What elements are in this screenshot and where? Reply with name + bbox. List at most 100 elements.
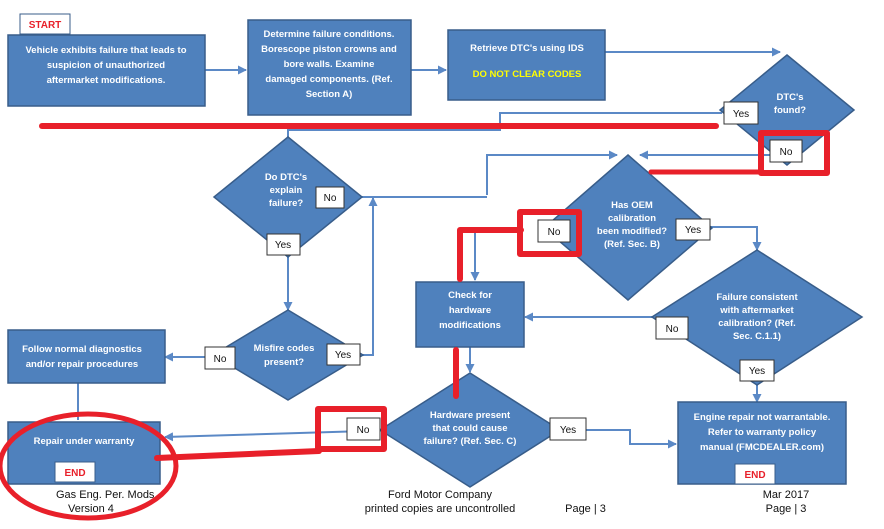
dtc-explain-line: Do DTC's	[265, 172, 307, 183]
hardware-present-diamond	[378, 372, 562, 488]
end-tag-left	[54, 461, 96, 483]
footer-right: Mar 2017 Page | 3	[746, 488, 826, 516]
follow-normal-box	[7, 329, 166, 384]
hardware-no-label: No	[357, 425, 370, 436]
start-label: START	[29, 20, 62, 31]
not-warrantable-line: Refer to warranty policy	[708, 427, 817, 438]
consistent-no-box	[655, 316, 689, 340]
check-hardware-box	[415, 281, 525, 348]
arrow-dtcs-no-to-oem	[639, 150, 788, 163]
dtc-explain-line: explain	[270, 185, 303, 196]
misfire-present-diamond	[211, 309, 365, 401]
misfire-present-line: present?	[264, 357, 304, 368]
misfire-present-line: Misfire codes	[254, 343, 315, 354]
oem-no-label: No	[548, 227, 561, 238]
highlight-hardware-no-line	[154, 448, 322, 461]
end-label-right: END	[744, 470, 765, 481]
vehicle-failure-line: aftermarket modifications.	[47, 75, 166, 86]
check-hardware-line: hardware	[449, 305, 491, 316]
determine-conditions-line: Borescope piston crowns and	[261, 44, 397, 55]
dtcs-found-yes-label: Yes	[733, 109, 749, 120]
repair-warranty-text: Repair under warranty	[34, 436, 136, 447]
dtc-explain-no-box	[315, 186, 345, 209]
misfire-present-text: Misfire codes present?	[254, 343, 315, 368]
hardware-yes-box	[549, 417, 587, 441]
dtc-explain-yes-box	[266, 233, 301, 256]
failure-consistent-diamond	[650, 249, 864, 386]
dtcs-found-no-label: No	[780, 147, 793, 158]
oem-yes-box	[675, 218, 711, 241]
check-hardware-text: Check for hardware modifications	[439, 290, 501, 331]
arrow-oem-yes-to-consistent	[710, 226, 762, 251]
oem-modified-line: Has OEM	[611, 200, 653, 211]
failure-consistent-line: Sec. C.1.1)	[733, 331, 781, 342]
arrow-misfire-yes-to-explain	[360, 197, 378, 356]
failure-consistent-line: Failure consistent	[716, 292, 798, 303]
follow-normal-line: and/or repair procedures	[26, 359, 138, 370]
check-hardware-line: Check for	[448, 290, 492, 301]
retrieve-dtc-box	[447, 29, 606, 101]
dtc-explain-yes-label: Yes	[275, 240, 291, 251]
oem-no-box	[537, 219, 571, 243]
determine-conditions-line: Section A)	[306, 89, 353, 100]
consistent-yes-box	[739, 359, 775, 382]
arrow-oem-no-to-check	[470, 229, 520, 281]
misfire-no-box	[204, 346, 236, 370]
hardware-yes-label: Yes	[560, 425, 576, 436]
consistent-no-label: No	[666, 324, 679, 335]
oem-modified-line: been modified?	[597, 226, 667, 237]
footer-page-center-text: Page | 3	[565, 503, 606, 515]
hardware-no-box	[346, 417, 381, 441]
determine-conditions-text: Determine failure conditions. Borescope p…	[261, 29, 397, 100]
highlight-dtcs-no-box	[758, 130, 830, 176]
dtcs-found-yes-box	[723, 101, 759, 125]
dtcs-found-line: found?	[774, 105, 806, 116]
start-tag	[19, 13, 71, 35]
hardware-present-line: that could cause	[433, 423, 508, 434]
oem-modified-diamond	[542, 154, 714, 301]
determine-conditions-box	[247, 19, 412, 116]
oem-yes-label: Yes	[685, 225, 701, 236]
follow-normal-line: Follow normal diagnostics	[22, 344, 142, 355]
footer-left: Gas Eng. Per. Mods Version 4	[56, 488, 166, 516]
dtc-explain-no-label: No	[324, 193, 337, 204]
consistent-yes-label: Yes	[749, 366, 765, 377]
footer-page-center: Page | 3	[558, 502, 613, 516]
highlight-repair-circle	[0, 411, 179, 521]
not-warrantable-line: Engine repair not warrantable.	[694, 412, 831, 423]
end-label-left: END	[64, 468, 85, 479]
footer-center-line1: Ford Motor Company	[388, 489, 492, 501]
oem-modified-line: calibration	[608, 213, 656, 224]
end-tag-right	[734, 463, 776, 485]
misfire-yes-label: Yes	[335, 350, 351, 361]
dtc-explain-diamond	[212, 136, 364, 258]
arrow-dtcs-yes-to-explain	[283, 112, 722, 161]
footer-right-line2: Page | 3	[765, 503, 807, 515]
arrow-loop-top	[486, 150, 618, 195]
misfire-no-label: No	[214, 354, 227, 365]
highlight-hardware-no-box	[315, 406, 387, 452]
do-not-clear-text: DO NOT CLEAR CODES	[473, 69, 582, 80]
dtcs-found-line: DTC's	[776, 92, 803, 103]
vehicle-failure-line: suspicion of unauthorized	[47, 60, 165, 71]
determine-conditions-line: bore walls. Examine	[284, 59, 375, 70]
dtc-explain-line: failure?	[269, 198, 304, 209]
vehicle-failure-line: Vehicle exhibits failure that leads to	[25, 45, 186, 56]
hardware-present-line: Hardware present	[430, 410, 511, 421]
determine-conditions-line: damaged components. (Ref.	[265, 74, 392, 85]
highlight-oem-no-path	[457, 227, 524, 282]
determine-conditions-line: Determine failure conditions.	[264, 29, 395, 40]
footer-center: Ford Motor Company printed copies are un…	[340, 488, 540, 516]
arrow-hardware-yes-to-notwarr	[550, 429, 677, 449]
check-hardware-line: modifications	[439, 320, 501, 331]
retrieve-dtc-text: Retrieve DTC's using IDS	[470, 43, 584, 54]
dtcs-found-text: DTC's found?	[774, 92, 806, 116]
dtcs-found-no-box	[769, 139, 803, 163]
footer-left-line2: Version 4	[68, 503, 114, 515]
oem-modified-line: (Ref. Sec. B)	[604, 239, 660, 250]
footer-left-line1: Gas Eng. Per. Mods	[56, 489, 155, 501]
dtcs-found-diamond	[718, 54, 856, 166]
